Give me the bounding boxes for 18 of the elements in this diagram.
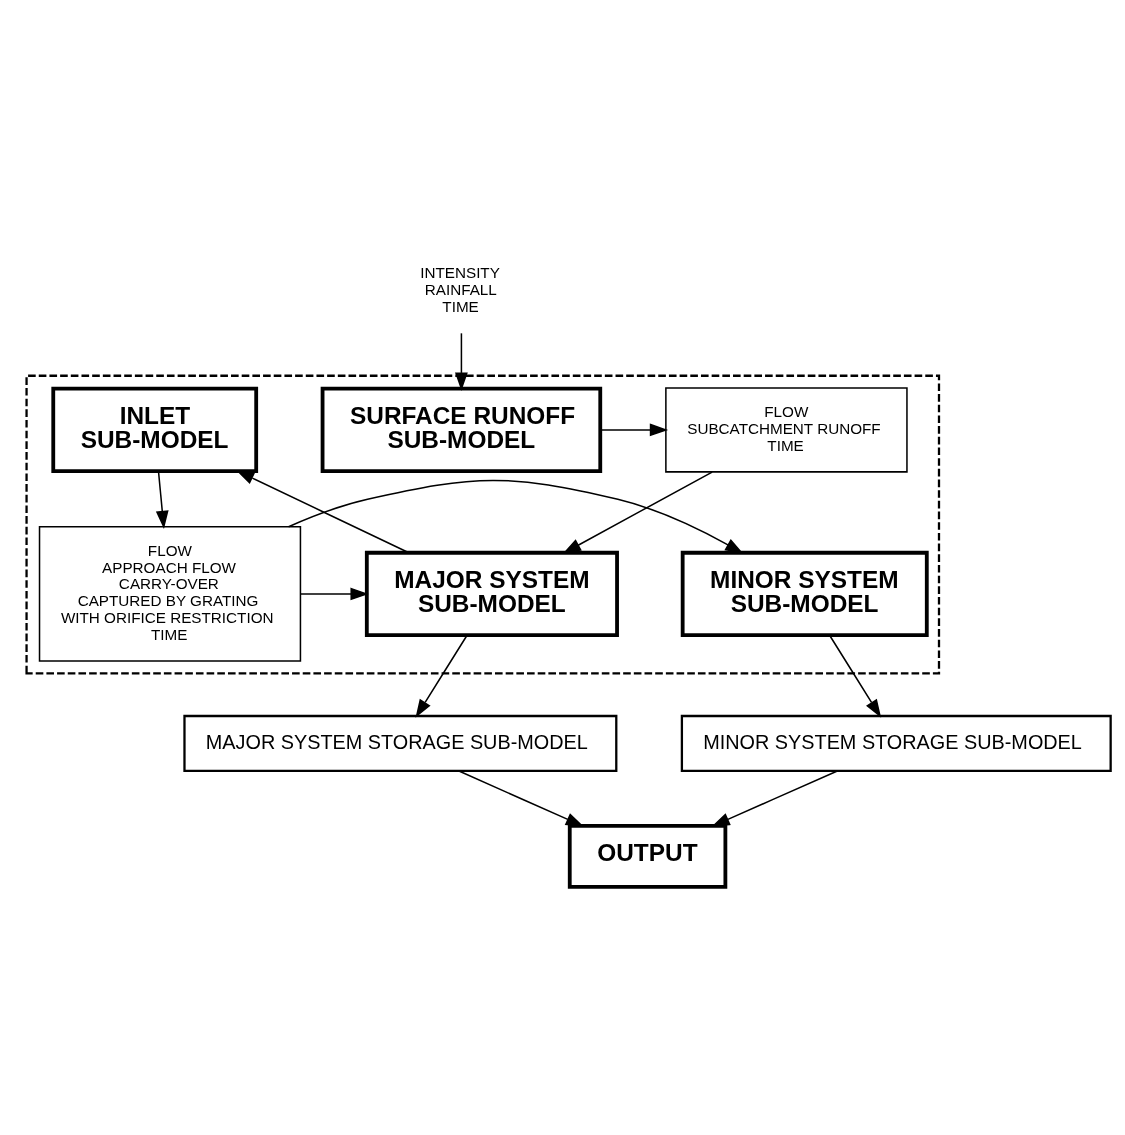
arrow — [599, 423, 669, 436]
arrow — [455, 332, 468, 391]
node-box: MAJOR SYSTEM SUB-MODEL — [364, 550, 619, 637]
arrow — [562, 470, 713, 554]
node-box: MINOR SYSTEM STORAGE SUB-MODEL — [680, 714, 1112, 772]
node-box: MAJOR SYSTEM STORAGE SUB-MODEL — [183, 714, 618, 772]
arrow — [415, 634, 468, 718]
arrow — [300, 587, 369, 600]
node-box: FLOW SUBCATCHMENT RUNOFF TIME — [665, 386, 908, 473]
node-box: MINOR SYSTEM SUB-MODEL — [680, 550, 929, 637]
node-text: INTENSITY RAINFALL TIME — [420, 263, 500, 315]
arrow — [829, 634, 882, 718]
node-box: OUTPUT — [567, 823, 728, 889]
node-box: SURFACE RUNOFF SUB-MODEL — [320, 386, 603, 473]
arrow — [711, 769, 839, 827]
node-box: INLET SUB-MODEL — [51, 386, 259, 473]
node-box: FLOW APPROACH FLOW CARRY-OVER CAPTURED BY GRATING WITH ORIFICE RESTRICTION TIME — [38, 525, 302, 662]
arrow — [287, 479, 744, 554]
